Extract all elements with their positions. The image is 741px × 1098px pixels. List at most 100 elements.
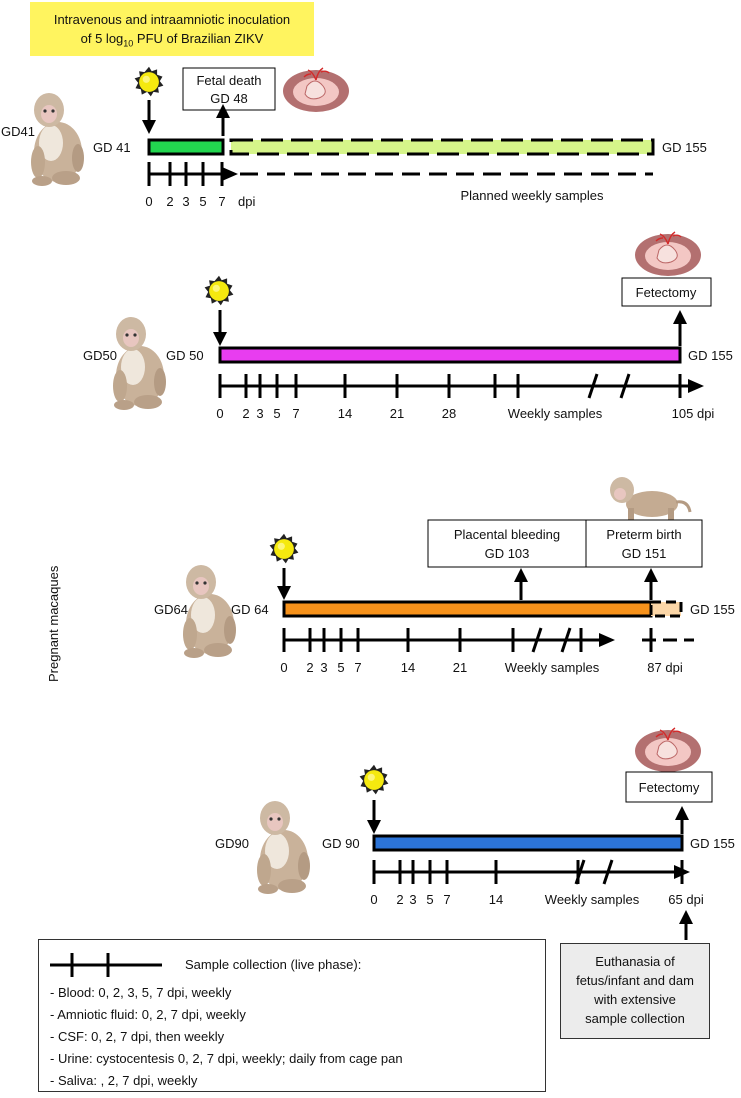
start-label-gd50: GD 50 [166, 348, 204, 363]
fetal-death-arrow-head [216, 104, 230, 118]
gd50-tick-label: 21 [390, 406, 404, 421]
end-label-gd50: GD 155 [688, 348, 733, 363]
euthanasia-arrow-head [679, 910, 693, 924]
gd41-tick-label: 5 [199, 194, 206, 209]
gd41-tick-label: 7 [218, 194, 225, 209]
legend-item-saliva: - Saliva: , 2, 7 dpi, weekly [50, 1073, 198, 1088]
sample-axis-gd41-head [222, 167, 238, 181]
end-dpi-gd50: 105 dpi [672, 406, 715, 421]
gd50-tick-label: 14 [338, 406, 352, 421]
inoculation-note: Intravenous and intraamniotic inoculatio… [30, 2, 314, 56]
end-label-gd41: GD 155 [662, 140, 707, 155]
gd50-tick-label: 28 [442, 406, 456, 421]
macaque-icon [257, 801, 310, 894]
fetus-placenta-icon [634, 231, 702, 277]
preterm-birth-gd-label: GD 151 [622, 546, 667, 561]
fetus-placenta-icon [634, 727, 702, 773]
planned-samples-label: Planned weekly samples [460, 188, 604, 203]
placental-bleeding-arrow-head [514, 568, 528, 582]
inoculation-virus: PFU of Brazilian ZIKV [133, 31, 264, 46]
gd41-tick-label: 3 [182, 194, 189, 209]
inoculation-arrow-gd50-head [213, 332, 227, 346]
placental-bleeding-label: Placental bleeding [454, 527, 560, 542]
start-label-gd41: GD 41 [93, 140, 131, 155]
fetal-death-label: Fetal death [196, 73, 261, 88]
sample-axis-gd64-head [599, 633, 615, 647]
dpi-label-gd41: dpi [238, 194, 255, 209]
inoculation-note-line2: of 5 log10 PFU of Brazilian ZIKV [30, 29, 314, 54]
fetectomy-label-gd50: Fetectomy [636, 285, 697, 300]
gd41-tick-label: 0 [145, 194, 152, 209]
start-label-gd90: GD 90 [322, 836, 360, 851]
fetectomy-label-gd90: Fetectomy [639, 780, 700, 795]
zika-virus-icon [359, 764, 389, 795]
preterm-birth-box [585, 519, 703, 568]
euthanasia-line4: sample collection [585, 1011, 685, 1026]
fetal-death-box [182, 67, 276, 111]
gd90-tick-label: 14 [489, 892, 503, 907]
end-label-gd64: GD 155 [690, 602, 735, 617]
animal-label-gd90: GD90 [215, 836, 249, 851]
gd90-tick-label: 5 [426, 892, 433, 907]
gd64-break-right [560, 627, 572, 653]
gd64-break-left [531, 627, 543, 653]
gd90-tick-label: 7 [443, 892, 450, 907]
euthanasia-line3: with extensive [594, 992, 676, 1007]
inoculation-arrow-gd90-head [367, 820, 381, 834]
gd90-tick-label: 0 [370, 892, 377, 907]
gd90-tick-label: 2 [396, 892, 403, 907]
legend-list: - Blood: 0, 2, 3, 5, 7 dpi, weekly - Amn… [50, 985, 403, 1095]
gd50-tick-label: 7 [292, 406, 299, 421]
start-label-gd64: GD 64 [231, 602, 269, 617]
animal-label-gd50: GD50 [83, 348, 117, 363]
inoculation-dose: of 5 log [80, 31, 124, 46]
euthanasia-line2: fetus/infant and dam [576, 973, 694, 988]
gd90-break-right [602, 859, 614, 885]
zika-virus-icon [204, 275, 234, 306]
legend-item-csf: - CSF: 0, 2, 7 dpi, then weekly [50, 1029, 225, 1044]
euthanasia-line1: Euthanasia of [595, 954, 675, 969]
end-dpi-gd64: 87 dpi [647, 660, 683, 675]
animal-label-gd64: GD64 [154, 602, 188, 617]
gd50-tick-label: 3 [256, 406, 263, 421]
macaque-icon [31, 93, 84, 186]
legend-item-amniotic-fluid: - Amniotic fluid: 0, 2, 7 dpi, weekly [50, 1007, 246, 1022]
preterm-birth-arrow-head [644, 568, 658, 582]
fetal-death-gd-label: GD 48 [210, 91, 248, 106]
fetus-placenta-icon [282, 67, 350, 113]
gd64-tick-label: 2 [306, 660, 313, 675]
gd90-break-left [574, 859, 586, 885]
inoculation-note-line1: Intravenous and intraamniotic inoculatio… [53, 12, 291, 27]
inoculation-arrow-gd41-head [142, 120, 156, 134]
animal-label-gd41: GD41 [1, 124, 35, 139]
legend-item-urine: - Urine: cystocentesis 0, 2, 7 dpi, week… [50, 1051, 403, 1066]
gd50-tick-label: 2 [242, 406, 249, 421]
gd50-break-right [619, 373, 631, 399]
sample-tick-legend-icon [50, 953, 162, 977]
weekly-samples-gd90: Weekly samples [545, 892, 640, 907]
weekly-samples-gd64: Weekly samples [505, 660, 600, 675]
post-birth-bar-gd64 [649, 600, 683, 618]
zika-virus-icon [269, 533, 299, 564]
gd90-tick-label: 3 [409, 892, 416, 907]
gd64-tick-label: 7 [354, 660, 361, 675]
sample-axis-gd50-head [688, 379, 704, 393]
gd64-tick-label: 3 [320, 660, 327, 675]
pregnancy-bar-gd90 [372, 834, 684, 852]
placental-bleeding-gd-label: GD 103 [485, 546, 530, 561]
fetectomy-box-gd90 [625, 771, 713, 803]
gd50-break-left [587, 373, 599, 399]
fetectomy-box-gd50 [621, 277, 712, 307]
end-dpi-gd90: 65 dpi [668, 892, 704, 907]
pregnancy-bar-gd50 [218, 346, 682, 364]
legend-item-blood: - Blood: 0, 2, 3, 5, 7 dpi, weekly [50, 985, 232, 1000]
pregnancy-bar-gd41 [147, 138, 225, 156]
preterm-birth-label: Preterm birth [606, 527, 681, 542]
end-label-gd90: GD 155 [690, 836, 735, 851]
gd64-tick-label: 14 [401, 660, 415, 675]
gd50-tick-label: 0 [216, 406, 223, 421]
gd41-tick-label: 2 [166, 194, 173, 209]
zika-virus-icon [134, 66, 164, 97]
pregnancy-bar-gd64 [282, 600, 653, 618]
